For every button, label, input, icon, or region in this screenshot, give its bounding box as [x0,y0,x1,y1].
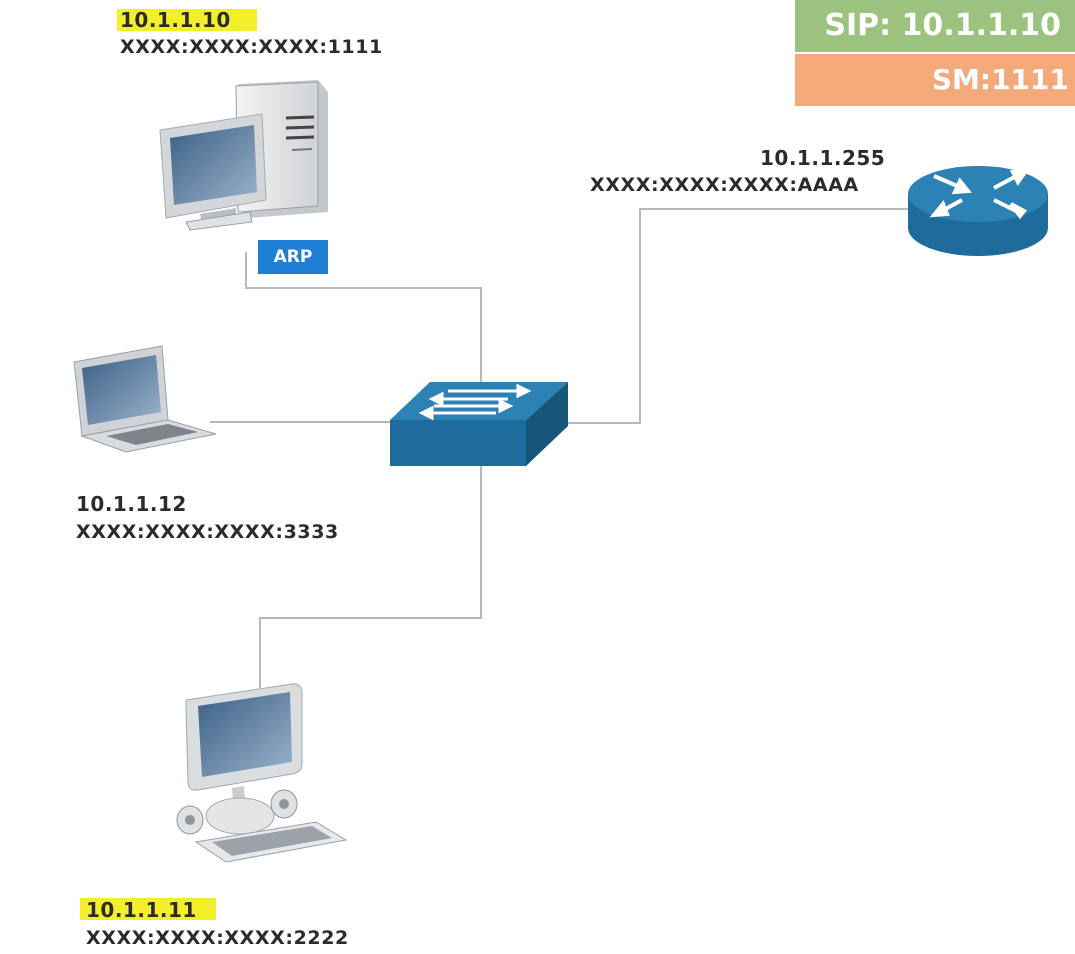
top-pc-mac: XXXX:XXXX:XXXX:1111 [120,36,383,58]
source-ip-legend: SIP: 10.1.1.10 [795,0,1075,52]
ip-highlight [117,9,257,31]
laptop-ip: 10.1.1.12 [76,492,187,516]
bottom-pc-ip: 10.1.1.11 [86,898,197,922]
router-icon [908,166,1048,256]
ip-highlight [80,898,216,920]
link-top-pc-to-switch [245,252,482,382]
arp-badge: ARP [258,240,328,274]
router-mac: XXXX:XXXX:XXXX:AAAA [590,174,859,196]
link-switch-to-bottom-pc [259,466,482,688]
desktop-computer-icon [176,683,348,863]
switch-icon [390,382,568,466]
top-pc-ip: 10.1.1.10 [120,8,231,32]
laptop-icon [73,345,217,453]
desktop-pc-icon [159,80,328,231]
bottom-pc-mac: XXXX:XXXX:XXXX:2222 [86,927,349,949]
source-mac-legend: SM:1111 [795,54,1075,106]
router-ip: 10.1.1.255 [760,146,886,170]
network-links [210,208,910,688]
link-switch-to-router [568,208,910,424]
laptop-mac: XXXX:XXXX:XXXX:3333 [76,521,339,543]
